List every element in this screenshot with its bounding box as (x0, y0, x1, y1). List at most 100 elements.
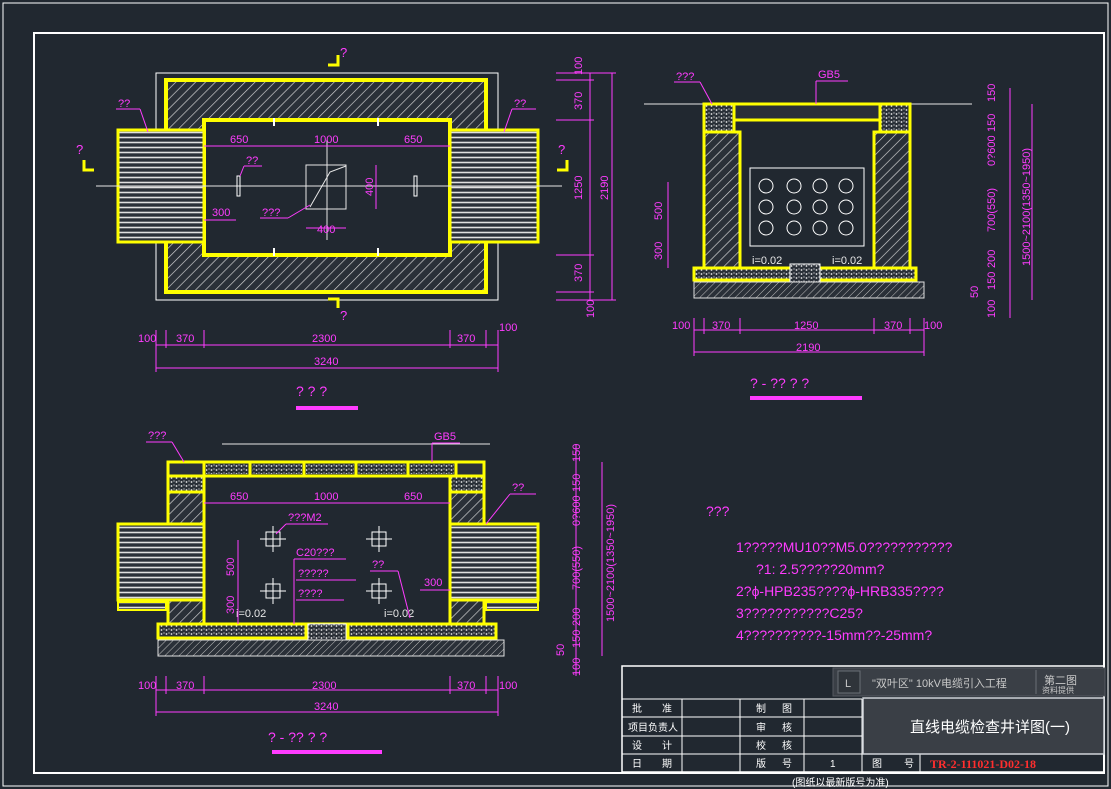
svg-text:资料提供: 资料提供 (1042, 685, 1074, 695)
svg-text:50: 50 (969, 286, 981, 298)
plan-dim-b-100-l: 100 (138, 333, 156, 345)
svg-text:1250: 1250 (794, 320, 818, 332)
svg-text:700(550): 700(550) (986, 188, 998, 232)
section1-view[interactable]: i=0.02 i=0.02 ??? GB5 500 300 150 150 0?… (644, 69, 1033, 400)
s2-label-c20: C20??? (296, 547, 335, 559)
section2-view[interactable]: i=0.02 i=0.02 ??? GB5 ?? ???M2 C20??? ??… (116, 430, 617, 754)
plan-view[interactable]: ? ? ? ? ?? ?? ?? ??? 650 1000 650 400 40… (76, 45, 616, 410)
svg-text:100: 100 (986, 300, 998, 318)
layout-tab[interactable]: L "双叶区" 10kV电缆引入工程 第二图 资料提供 (832, 667, 1106, 697)
svg-text:?: ? (340, 308, 347, 323)
svg-text:核: 核 (782, 739, 792, 752)
drawing-title: 直线电缆检查井详图(一) (910, 719, 1070, 736)
svg-text:图: 图 (782, 703, 792, 715)
note-line-2: 2?ϕ-HPB235????ϕ-HRB335???? (736, 583, 944, 599)
s1-wall-left (702, 130, 742, 270)
tab-icon[interactable] (837, 670, 861, 694)
svg-text:期: 期 (662, 758, 672, 770)
s1-label-cover: ??? (676, 71, 694, 83)
s2-label-gb5: GB5 (434, 431, 456, 443)
plan-label-pipe: ?? (246, 155, 258, 167)
svg-text:150: 150 (986, 84, 998, 102)
svg-text:版: 版 (756, 757, 766, 770)
s2-slope-right: i=0.02 (384, 608, 414, 620)
svg-text:项目负责人: 项目负责人 (628, 721, 678, 734)
svg-text:500: 500 (653, 202, 665, 220)
title-block: 批 准 制 图 项目负责人 审 核 设 计 校 核 日 期 版 号 1 图 号 … (621, 665, 1105, 789)
s2-label-a: ????? (298, 568, 329, 580)
svg-text:100: 100 (573, 57, 585, 75)
notes: ??? 1?????MU10??M5.0??????????? ?1: 2.5?… (706, 503, 953, 643)
svg-text:设: 设 (632, 740, 642, 752)
svg-text:300: 300 (424, 577, 442, 589)
s1-conduits (758, 178, 854, 236)
s2-floor-right (346, 622, 498, 640)
svg-text:200: 200 (986, 250, 998, 268)
drawing-number: TR-2-111021-D02-18 (930, 757, 1036, 771)
svg-text:号: 号 (904, 758, 914, 770)
svg-text:校: 校 (756, 739, 766, 752)
s2-label-b: ???? (298, 588, 322, 600)
note-line-4: 4??????????-15mm??-25mm? (736, 627, 932, 643)
svg-text:日: 日 (632, 759, 642, 770)
s2-label-m2: ???M2 (288, 512, 322, 524)
svg-text:200: 200 (571, 608, 583, 626)
s2-slope-left: i=0.02 (236, 608, 266, 620)
s2-wall-left-bottom (166, 598, 206, 626)
svg-text:370: 370 (884, 320, 902, 332)
plan-dim-b-100-r: 100 (499, 322, 517, 334)
s2-label-c: ?? (372, 559, 384, 571)
plan-dim-650-left: 650 (230, 134, 248, 146)
svg-text:0?600: 0?600 (986, 135, 998, 166)
plan-dim-b-370-r: 370 (457, 333, 475, 345)
s1-slope-right: i=0.02 (832, 255, 862, 267)
plan-dim-total: 3240 (314, 356, 338, 368)
s2-label-right: ?? (512, 482, 524, 494)
svg-text:650: 650 (404, 491, 422, 503)
plan-section-mark: ? (340, 45, 347, 60)
drawing-title-box[interactable]: 直线电缆检查井详图(一) (862, 697, 1105, 755)
svg-text:150: 150 (986, 272, 998, 290)
s1-slope-left: i=0.02 (752, 255, 782, 267)
svg-text:370: 370 (573, 264, 585, 282)
svg-text:650: 650 (230, 491, 248, 503)
plan-label-right: ?? (514, 98, 526, 110)
svg-text:审: 审 (756, 721, 766, 734)
svg-text:370: 370 (457, 680, 475, 692)
s1-base (693, 281, 925, 299)
s2-pipe-left (116, 522, 206, 602)
svg-text:准: 准 (662, 703, 672, 715)
s1-dim-right-total: 1500~2100(1350~1950) (1021, 148, 1033, 266)
s2-wall-left-top (166, 490, 206, 526)
plan-dim-b-370-l: 370 (176, 333, 194, 345)
plan-dim-1000: 1000 (314, 134, 338, 146)
s1-cover-slab (732, 102, 882, 122)
svg-text:150: 150 (571, 444, 583, 462)
svg-text:500: 500 (225, 558, 237, 576)
plan-label-left: ?? (118, 98, 130, 110)
s1-sump (789, 263, 821, 283)
svg-text:150: 150 (986, 114, 998, 132)
svg-text:50: 50 (555, 644, 567, 656)
section2-title: ? - ?? ? ? (268, 729, 327, 745)
note-line-1b: ?1: 2.5?????20mm? (756, 561, 885, 577)
note-line-3: 3???????????C25? (736, 605, 863, 621)
plan-dim-b-2300: 2300 (312, 333, 336, 345)
svg-text:制: 制 (756, 702, 766, 715)
tab-sheet: 第二图 (1044, 673, 1077, 687)
plan-sump (305, 164, 347, 210)
s1-label-gb5: GB5 (818, 69, 840, 81)
section1-title: ? - ?? ? ? (750, 375, 809, 391)
s2-label-cover: ??? (148, 430, 166, 442)
plan-dim-650-right: 650 (404, 134, 422, 146)
s1-dim-total: 2190 (796, 342, 820, 354)
svg-text:370: 370 (573, 92, 585, 110)
svg-text:100: 100 (924, 320, 942, 332)
note-line-1: 1?????MU10??M5.0??????????? (736, 539, 953, 555)
s1-conduit-block (749, 167, 865, 247)
plan-view-title: ? ? ? (296, 383, 327, 399)
svg-text:150: 150 (571, 630, 583, 648)
plan-dim-400-h: 400 (317, 224, 335, 236)
